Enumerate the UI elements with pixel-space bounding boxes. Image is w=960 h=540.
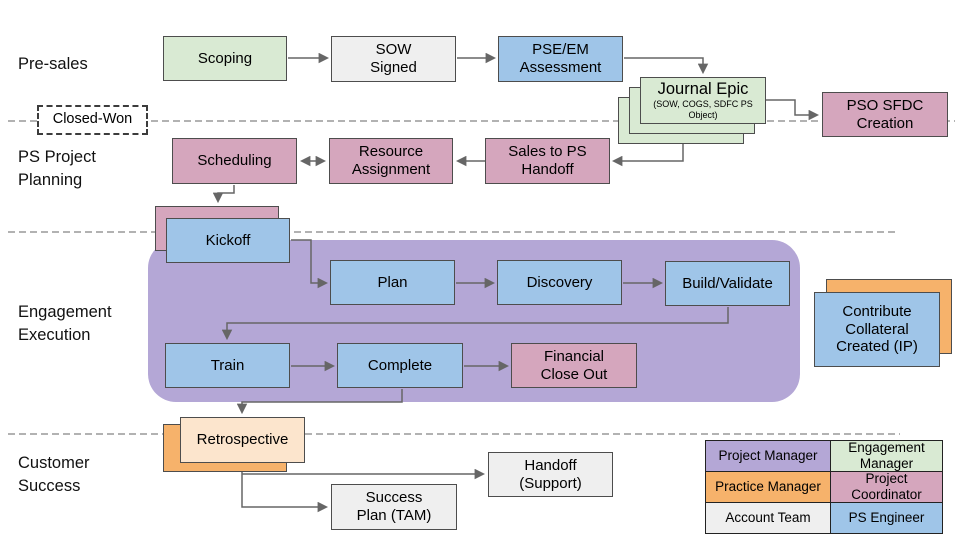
node-pso-sfdc-creation: PSO SFDC Creation bbox=[822, 92, 948, 137]
legend-cell-engagement-manager: Engagement Manager bbox=[831, 440, 943, 472]
node-kickoff-label: Kickoff bbox=[205, 231, 251, 249]
node-journal-epic-label: Journal Epic bbox=[657, 80, 749, 99]
node-sales-handoff-label: Sales to PS Handoff bbox=[508, 143, 587, 178]
node-sow-signed: SOW Signed bbox=[331, 36, 456, 82]
arrow-scheduling-to-kickoff bbox=[212, 185, 235, 204]
node-sales-to-ps-handoff: Sales to PS Handoff bbox=[485, 138, 610, 184]
node-train: Train bbox=[165, 343, 290, 388]
node-train-label: Train bbox=[210, 356, 245, 374]
node-scheduling: Scheduling bbox=[172, 138, 297, 184]
legend-cell-account-team: Account Team bbox=[706, 503, 831, 534]
node-resource-assignment-label: Resource Assignment bbox=[351, 143, 431, 178]
node-pso-sfdc-label: PSO SFDC Creation bbox=[846, 96, 924, 132]
node-sow-signed-label: SOW Signed bbox=[370, 41, 417, 76]
lane-label-presales: Pre-sales bbox=[18, 55, 88, 73]
arrow-journal-to-pso bbox=[766, 99, 820, 121]
node-scheduling-label: Scheduling bbox=[197, 152, 272, 170]
legend-label-practice-manager: Practice Manager bbox=[715, 479, 821, 495]
legend-cell-project-manager: Project Manager bbox=[706, 441, 831, 472]
node-kickoff: Kickoff bbox=[166, 218, 290, 263]
node-discovery-label: Discovery bbox=[526, 273, 593, 291]
node-build-validate-label: Build/Validate bbox=[682, 274, 773, 292]
legend-cell-project-coordinator: Project Coordinator bbox=[831, 471, 943, 503]
arrow-journal-to-saleshandoff bbox=[611, 144, 684, 167]
closed-won-milestone: Closed-Won bbox=[37, 105, 148, 135]
node-complete: Complete bbox=[337, 343, 463, 388]
node-scoping: Scoping bbox=[163, 36, 287, 81]
legend-label-engagement-manager: Engagement Manager bbox=[848, 440, 925, 471]
node-pse-em-label: PSE/EM Assessment bbox=[519, 41, 602, 76]
lane-label-ps-project-planning: PS Project Planning bbox=[18, 148, 96, 189]
legend-label-account-team: Account Team bbox=[725, 510, 811, 526]
node-scoping-label: Scoping bbox=[197, 49, 253, 67]
legend-label-ps-engineer: PS Engineer bbox=[848, 510, 925, 526]
node-plan-label: Plan bbox=[377, 273, 408, 291]
node-build-validate: Build/Validate bbox=[665, 261, 790, 306]
node-discovery: Discovery bbox=[497, 260, 622, 305]
node-journal-epic-sublabel: (SOW, COGS, SDFC PS Object) bbox=[653, 99, 753, 120]
node-handoff-support: Handoff (Support) bbox=[488, 452, 613, 497]
legend-cell-practice-manager: Practice Manager bbox=[706, 472, 831, 503]
legend-label-project-coordinator: Project Coordinator bbox=[851, 471, 922, 502]
node-financial-close-out: Financial Close Out bbox=[511, 343, 637, 388]
node-retrospective: Retrospective bbox=[180, 417, 305, 463]
node-contribute-collateral-label: Contribute Collateral Created (IP) bbox=[836, 302, 918, 356]
lane-label-engagement-execution: Engagement Execution bbox=[18, 303, 112, 344]
node-success-plan-label: Success Plan (TAM) bbox=[356, 489, 432, 524]
legend-label-project-manager: Project Manager bbox=[718, 448, 818, 464]
closed-won-label: Closed-Won bbox=[52, 111, 133, 128]
node-success-plan-tam: Success Plan (TAM) bbox=[331, 484, 457, 530]
node-pse-em-assessment: PSE/EM Assessment bbox=[498, 36, 623, 82]
lane-label-customer-success: Customer Success bbox=[18, 454, 90, 495]
node-retrospective-label: Retrospective bbox=[196, 431, 289, 449]
node-handoff-support-label: Handoff (Support) bbox=[519, 456, 582, 492]
node-complete-label: Complete bbox=[367, 356, 433, 374]
node-plan: Plan bbox=[330, 260, 455, 305]
node-resource-assignment: Resource Assignment bbox=[329, 138, 453, 184]
node-financial-close-label: Financial Close Out bbox=[540, 347, 608, 383]
arrow-pse-to-journal bbox=[624, 57, 709, 75]
legend-cell-ps-engineer: PS Engineer bbox=[831, 503, 943, 534]
role-legend-table: Project Manager Engagement Manager Pract… bbox=[705, 440, 943, 534]
node-journal-epic: Journal Epic (SOW, COGS, SDFC PS Object) bbox=[640, 77, 766, 124]
node-contribute-collateral: Contribute Collateral Created (IP) bbox=[814, 292, 940, 367]
